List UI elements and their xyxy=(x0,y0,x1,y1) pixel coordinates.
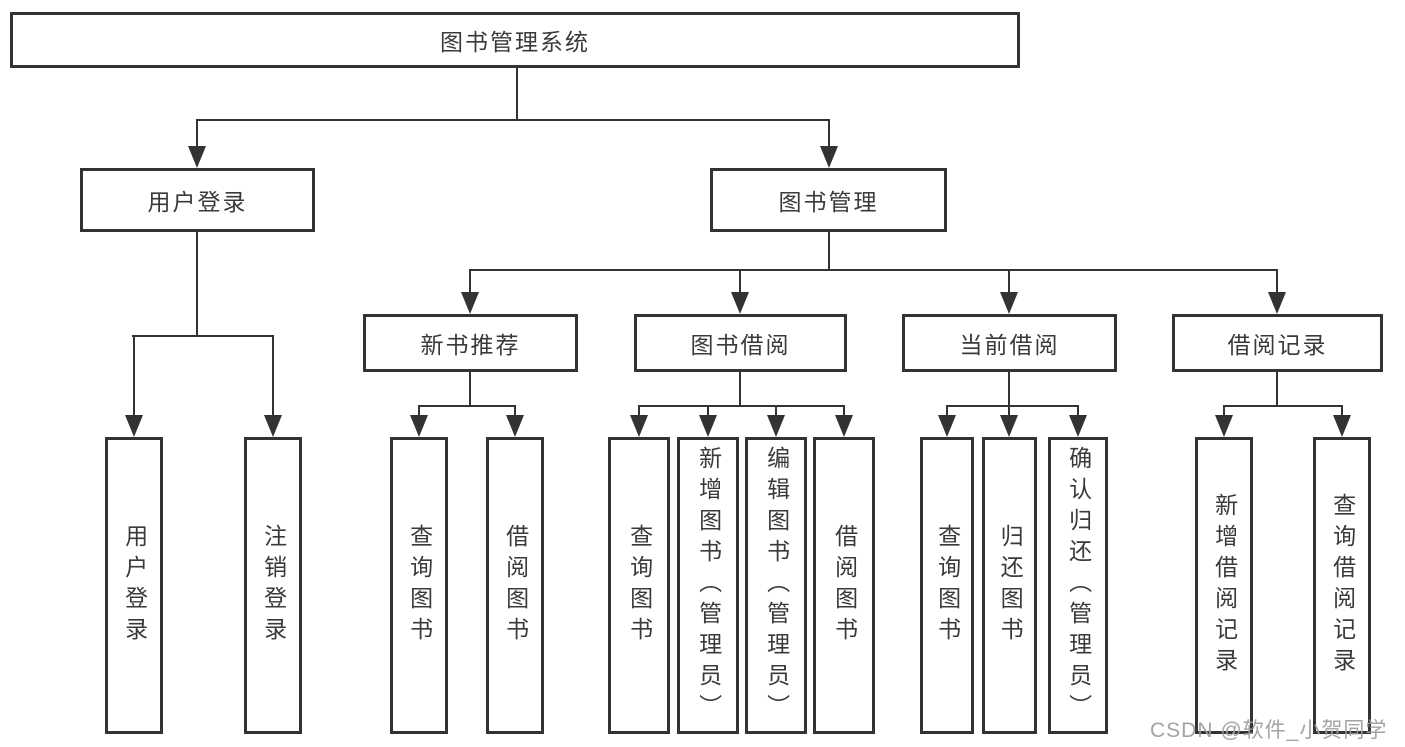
node-root: 图书管理系统 xyxy=(10,12,1020,68)
leaf-recommend-query-books-label: 查询图书 xyxy=(406,523,433,648)
leaf-current-return-books: 归还图书 xyxy=(982,437,1037,734)
leaf-borrow-edit-books-admin-label: 编辑图书（管理员） xyxy=(763,446,790,725)
leaf-user-login-label: 用户登录 xyxy=(121,523,148,648)
leaf-borrow-borrow-books-label: 借阅图书 xyxy=(831,523,858,648)
node-new-book-recommend-label: 新书推荐 xyxy=(420,332,521,358)
leaf-current-confirm-return-admin-label: 确认归还（管理员） xyxy=(1065,446,1092,725)
watermark-text: CSDN @软件_小贺同学 xyxy=(1150,719,1388,742)
node-book-borrow: 图书借阅 xyxy=(634,314,847,372)
node-book-management-label: 图书管理 xyxy=(778,189,879,215)
leaf-current-query-books: 查询图书 xyxy=(920,437,974,734)
leaf-current-query-books-label: 查询图书 xyxy=(934,523,961,648)
leaf-records-add-record: 新增借阅记录 xyxy=(1195,437,1253,734)
node-user-login-label: 用户登录 xyxy=(147,189,248,215)
leaf-user-login: 用户登录 xyxy=(105,437,163,734)
leaf-current-return-books-label: 归还图书 xyxy=(997,523,1024,648)
node-new-book-recommend: 新书推荐 xyxy=(363,314,578,372)
node-current-borrow-label: 当前借阅 xyxy=(959,332,1060,358)
node-book-management: 图书管理 xyxy=(710,168,947,232)
leaf-logout: 注销登录 xyxy=(244,437,302,734)
node-borrow-records-label: 借阅记录 xyxy=(1227,332,1328,358)
node-user-login: 用户登录 xyxy=(80,168,315,232)
node-borrow-records: 借阅记录 xyxy=(1172,314,1383,372)
node-current-borrow: 当前借阅 xyxy=(902,314,1117,372)
leaf-borrow-query-books-label: 查询图书 xyxy=(626,523,653,648)
leaf-records-query-record-label: 查询借阅记录 xyxy=(1329,492,1356,679)
node-book-borrow-label: 图书借阅 xyxy=(690,332,791,358)
leaf-recommend-borrow-books: 借阅图书 xyxy=(486,437,544,734)
leaf-recommend-query-books: 查询图书 xyxy=(390,437,448,734)
leaf-borrow-query-books: 查询图书 xyxy=(608,437,670,734)
leaf-records-add-record-label: 新增借阅记录 xyxy=(1211,492,1238,679)
leaf-borrow-add-books-admin: 新增图书（管理员） xyxy=(677,437,739,734)
leaf-borrow-add-books-admin-label: 新增图书（管理员） xyxy=(695,446,722,725)
leaf-recommend-borrow-books-label: 借阅图书 xyxy=(502,523,529,648)
node-root-label: 图书管理系统 xyxy=(440,29,590,55)
leaf-logout-label: 注销登录 xyxy=(260,523,287,648)
leaf-records-query-record: 查询借阅记录 xyxy=(1313,437,1371,734)
leaf-borrow-edit-books-admin: 编辑图书（管理员） xyxy=(745,437,807,734)
leaf-current-confirm-return-admin: 确认归还（管理员） xyxy=(1048,437,1108,734)
leaf-borrow-borrow-books: 借阅图书 xyxy=(813,437,875,734)
